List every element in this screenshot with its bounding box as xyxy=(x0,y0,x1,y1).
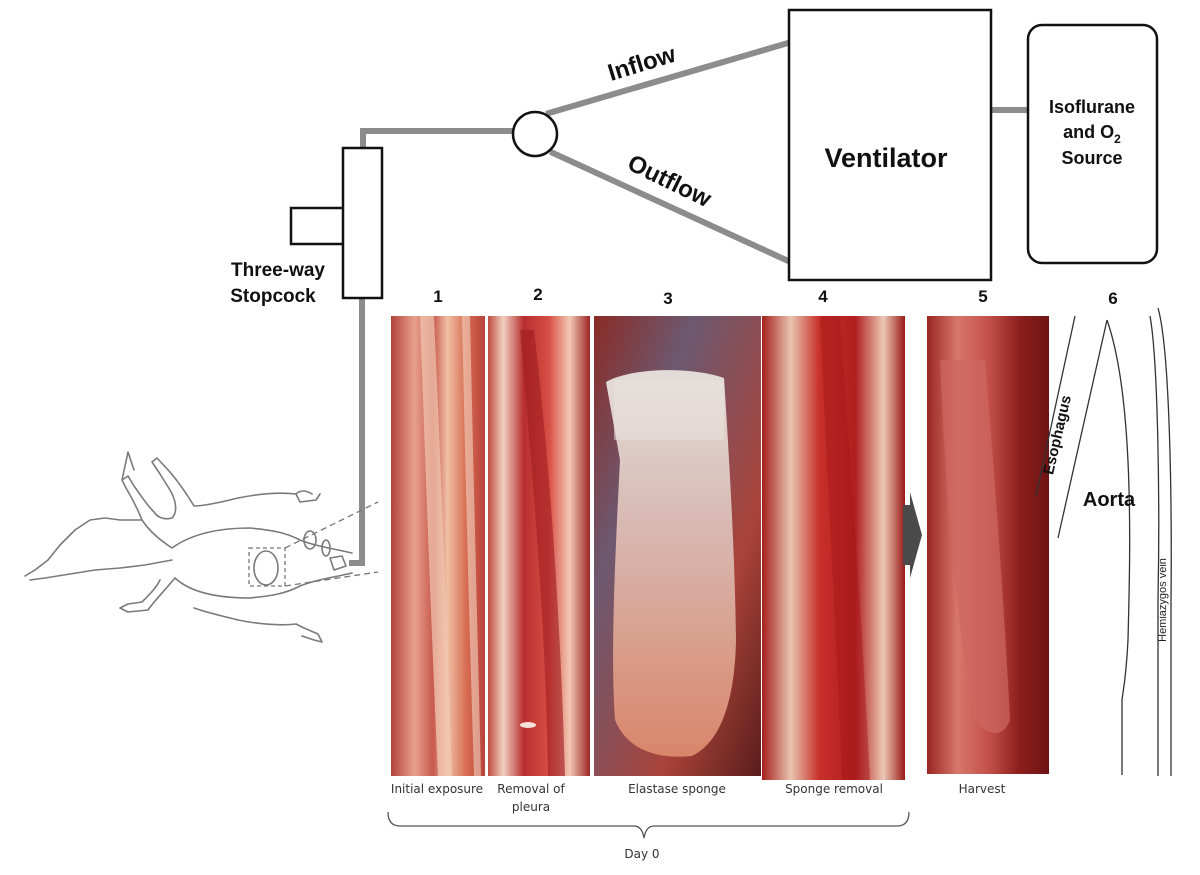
aorta-label: Aorta xyxy=(1083,489,1136,511)
stopcock-body xyxy=(341,146,384,300)
step-number-2: 2 xyxy=(533,285,542,304)
tube-stopcock-to-valve xyxy=(360,128,515,151)
day-zero-bracket xyxy=(387,811,910,839)
tube-inflow xyxy=(545,39,792,117)
photo-panel-2 xyxy=(488,316,590,776)
step-number-1: 1 xyxy=(433,287,442,306)
zoom-region-box xyxy=(248,547,286,587)
arrow-to-harvest xyxy=(903,492,922,578)
caption-step-5: Harvest xyxy=(959,782,1006,796)
hemiazygos-label: Hemiazygos vein xyxy=(1157,558,1169,642)
isoflurane-source-box xyxy=(1026,23,1159,265)
photo-panel-1 xyxy=(391,316,485,776)
ventilator-box xyxy=(787,8,993,282)
anatomy-schematic: Esophagus Aorta Hemiazygos vein xyxy=(1035,307,1172,776)
zoom-line-top xyxy=(284,501,379,549)
step-number-4: 4 xyxy=(818,287,828,306)
photo-panel-3 xyxy=(594,316,761,776)
source-label-line2: and O2 xyxy=(1063,122,1121,146)
day-zero-label: Day 0 xyxy=(624,847,659,861)
tube-stopcock-to-mouse xyxy=(349,295,365,566)
stopcock-side-port xyxy=(289,206,346,246)
stopcock-label-line2: Stopcock xyxy=(230,286,316,307)
caption-step-4: Sponge removal xyxy=(785,782,883,796)
caption-step-2-line1: Removal of xyxy=(497,782,565,796)
source-label-line3: Source xyxy=(1061,148,1122,168)
step-number-5: 5 xyxy=(978,287,987,306)
captions: Initial exposure Removal of pleura Elast… xyxy=(391,782,1006,814)
source-label-line1: Isoflurane xyxy=(1049,97,1135,117)
caption-step-2-line2: pleura xyxy=(512,800,550,814)
step-number-6: 6 xyxy=(1108,289,1117,308)
ventilator-label: Ventilator xyxy=(824,143,948,173)
tube-outflow xyxy=(549,149,790,264)
mouse-illustration xyxy=(24,451,379,643)
valve-circle xyxy=(511,110,559,158)
three-way-stopcock: Three-way Stopcock xyxy=(230,146,384,307)
photo-panel-5 xyxy=(927,316,1049,774)
stopcock-label-line1: Three-way xyxy=(231,260,325,281)
zoom-line-bottom xyxy=(284,571,379,587)
photo-panel-4 xyxy=(762,316,905,780)
caption-step-1: Initial exposure xyxy=(391,782,483,796)
step-numbers: 1 2 3 4 5 6 xyxy=(433,285,1117,308)
step-number-3: 3 xyxy=(663,289,672,308)
tubing xyxy=(349,39,1030,566)
caption-step-3: Elastase sponge xyxy=(628,782,726,796)
